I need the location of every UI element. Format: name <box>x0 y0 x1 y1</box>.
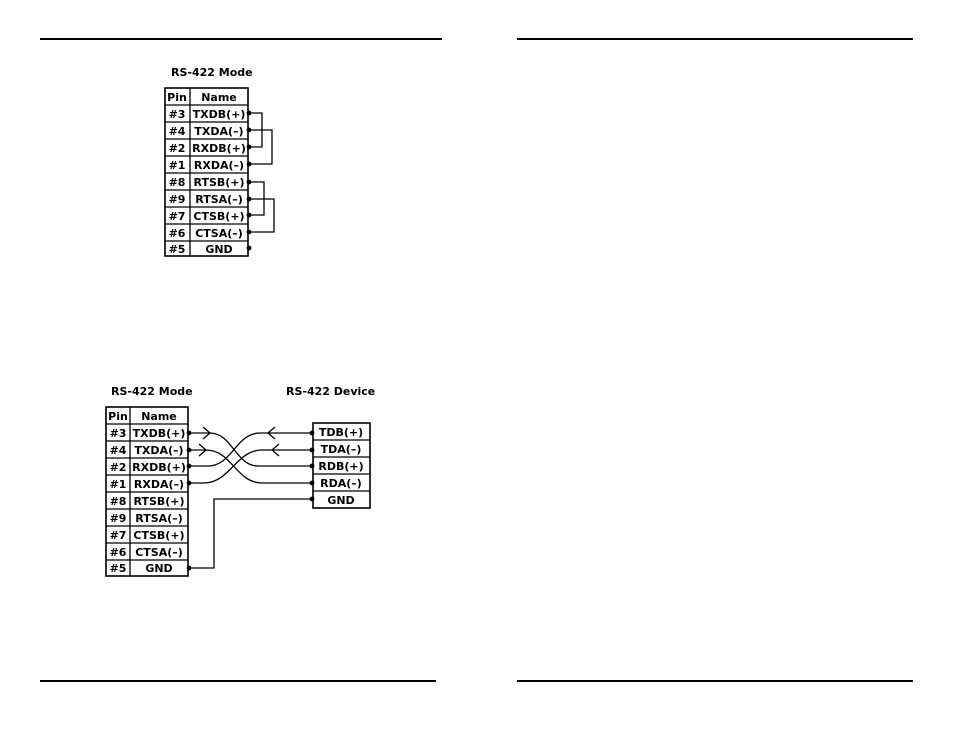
wiring-name: GND <box>145 562 172 575</box>
loopback-pin: #9 <box>169 193 186 206</box>
loopback-pin: #8 <box>169 176 186 189</box>
device-pin-name: GND <box>327 494 354 507</box>
wiring-name: TXDB(+) <box>133 427 186 440</box>
loopback-name: CTSB(+) <box>193 210 244 223</box>
device-pin-name: TDB(+) <box>319 426 363 439</box>
loopback-name: RXDB(+) <box>192 142 246 155</box>
wiring-header-name: Name <box>141 410 177 423</box>
loopback-header-name: Name <box>201 91 237 104</box>
wire-gnd-to-gnd <box>189 499 312 568</box>
wiring-pin: #6 <box>110 546 127 559</box>
loopback-pin: #6 <box>169 227 186 240</box>
loopback-pin: #5 <box>169 243 186 256</box>
wiring-pin: #8 <box>110 495 127 508</box>
loopback-pin: #3 <box>169 108 186 121</box>
loopback-name: RTSB(+) <box>193 176 244 189</box>
wiring-right-title: RS-422 Device <box>286 385 375 398</box>
loopback-name: CTSA(–) <box>195 227 243 240</box>
loopback-name: GND <box>205 243 232 256</box>
loopback-name: TXDA(–) <box>194 125 243 138</box>
wiring-left-title: RS-422 Mode <box>111 385 193 398</box>
loopback-name: RTSA(–) <box>195 193 242 206</box>
wiring-name: CTSA(–) <box>135 546 183 559</box>
wiring-name: RTSA(–) <box>135 512 182 525</box>
device-pin-name: RDA(–) <box>320 477 362 490</box>
loopback-pin: #2 <box>169 142 186 155</box>
loopback-diagram: RS-422 Mode Pin Name #3 TXDB(+) #4 TXDA(… <box>165 66 274 256</box>
device-wiring-diagram: RS-422 Mode RS-422 Device Pin Name #3 TX… <box>106 385 375 576</box>
wiring-pin: #4 <box>110 444 127 457</box>
wiring-name: RXDA(–) <box>134 478 184 491</box>
wiring-name: CTSB(+) <box>133 529 184 542</box>
wiring-pin: #3 <box>110 427 127 440</box>
loopback-name: RXDA(–) <box>194 159 244 172</box>
loopback-pin: #7 <box>169 210 186 223</box>
wiring-name: RTSB(+) <box>133 495 184 508</box>
loopback-pin: #1 <box>169 159 186 172</box>
device-pin-name: RDB(+) <box>318 460 363 473</box>
loopback-name: TXDB(+) <box>193 108 246 121</box>
loopback-title: RS-422 Mode <box>171 66 253 79</box>
wiring-name: RXDB(+) <box>132 461 186 474</box>
wiring-pin: #9 <box>110 512 127 525</box>
loopback-header-pin: Pin <box>167 91 187 104</box>
wiring-pin: #7 <box>110 529 127 542</box>
device-pin-name: TDA(–) <box>321 443 362 456</box>
wiring-pin: #5 <box>110 562 127 575</box>
wiring-header-pin: Pin <box>108 410 128 423</box>
loopback-pin: #4 <box>169 125 186 138</box>
wiring-pin: #1 <box>110 478 127 491</box>
wiring-name: TXDA(–) <box>134 444 183 457</box>
wiring-pin: #2 <box>110 461 127 474</box>
